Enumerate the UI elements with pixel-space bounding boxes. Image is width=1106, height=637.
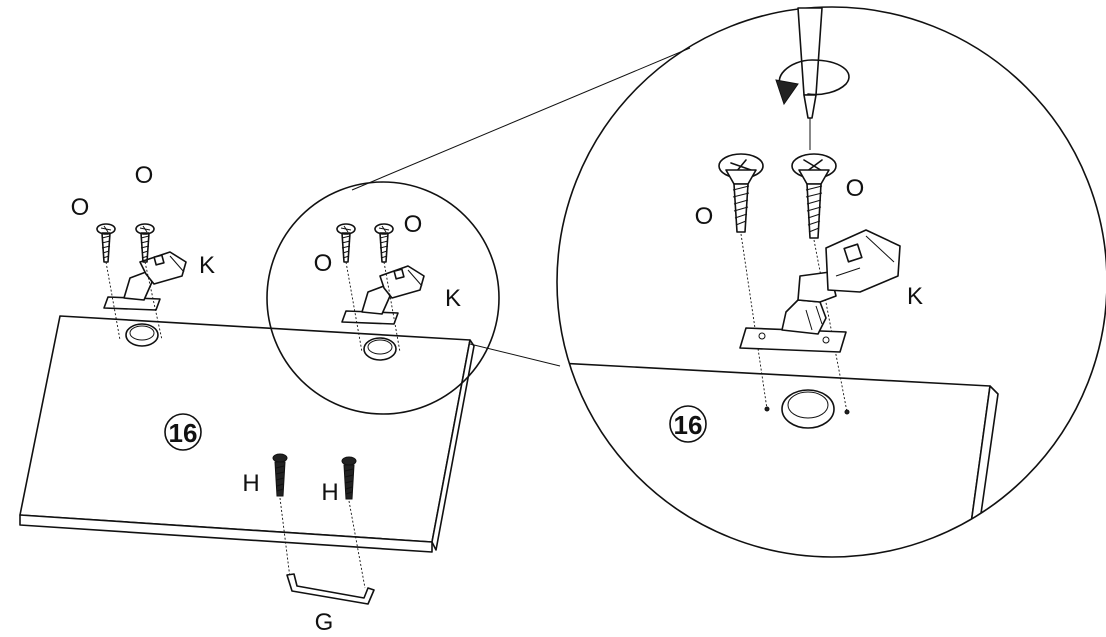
screw-o-detail-2 (791, 153, 848, 413)
hinge-cup-hole (363, 337, 397, 361)
screwdriver (797, 7, 823, 150)
detail-callout-circle-small (266, 181, 500, 415)
screw-label-o: O (71, 194, 90, 221)
detail-callout-circle-large (556, 6, 1106, 558)
handle-label-g: G (315, 609, 334, 636)
screw-label-o: O (404, 211, 423, 238)
screw-o-middle-2 (374, 223, 401, 353)
rotation-arrow-icon (775, 59, 850, 106)
door-panel (19, 315, 475, 553)
callout-line-top (351, 47, 691, 191)
hinge-k-middle (341, 265, 425, 325)
screw-h-2 (341, 456, 366, 589)
door-panel-detail (557, 361, 991, 557)
panel-number-text-detail: 16 (674, 410, 703, 440)
hinge-cup-hole (125, 323, 159, 347)
panel-number-badge (164, 413, 202, 451)
screw-o-left-1 (96, 223, 121, 341)
hinge-k-detail (739, 229, 901, 353)
hinge-label-k: K (199, 252, 215, 279)
hinge-label-k: K (907, 283, 923, 310)
handle-g (286, 573, 375, 605)
screw-o-detail-1 (718, 153, 768, 410)
screw-o-left-2 (135, 223, 163, 341)
panel-number-badge-detail (669, 405, 707, 443)
screw-label-o: O (135, 162, 154, 189)
screw-label-o: O (846, 175, 865, 202)
handle-screw-label-h: H (321, 479, 338, 506)
hinge-k-left (103, 251, 187, 311)
screw-label-o: O (314, 250, 333, 277)
hinge-cup-hole-detail (781, 389, 835, 429)
handle-screw-label-h: H (242, 470, 259, 497)
panel-number-text: 16 (169, 418, 198, 448)
callout-line-bottom (469, 343, 561, 367)
screw-label-o: O (695, 203, 714, 230)
hinge-label-k: K (445, 285, 461, 312)
screw-o-middle-1 (336, 223, 363, 353)
screw-h-1 (272, 453, 291, 579)
